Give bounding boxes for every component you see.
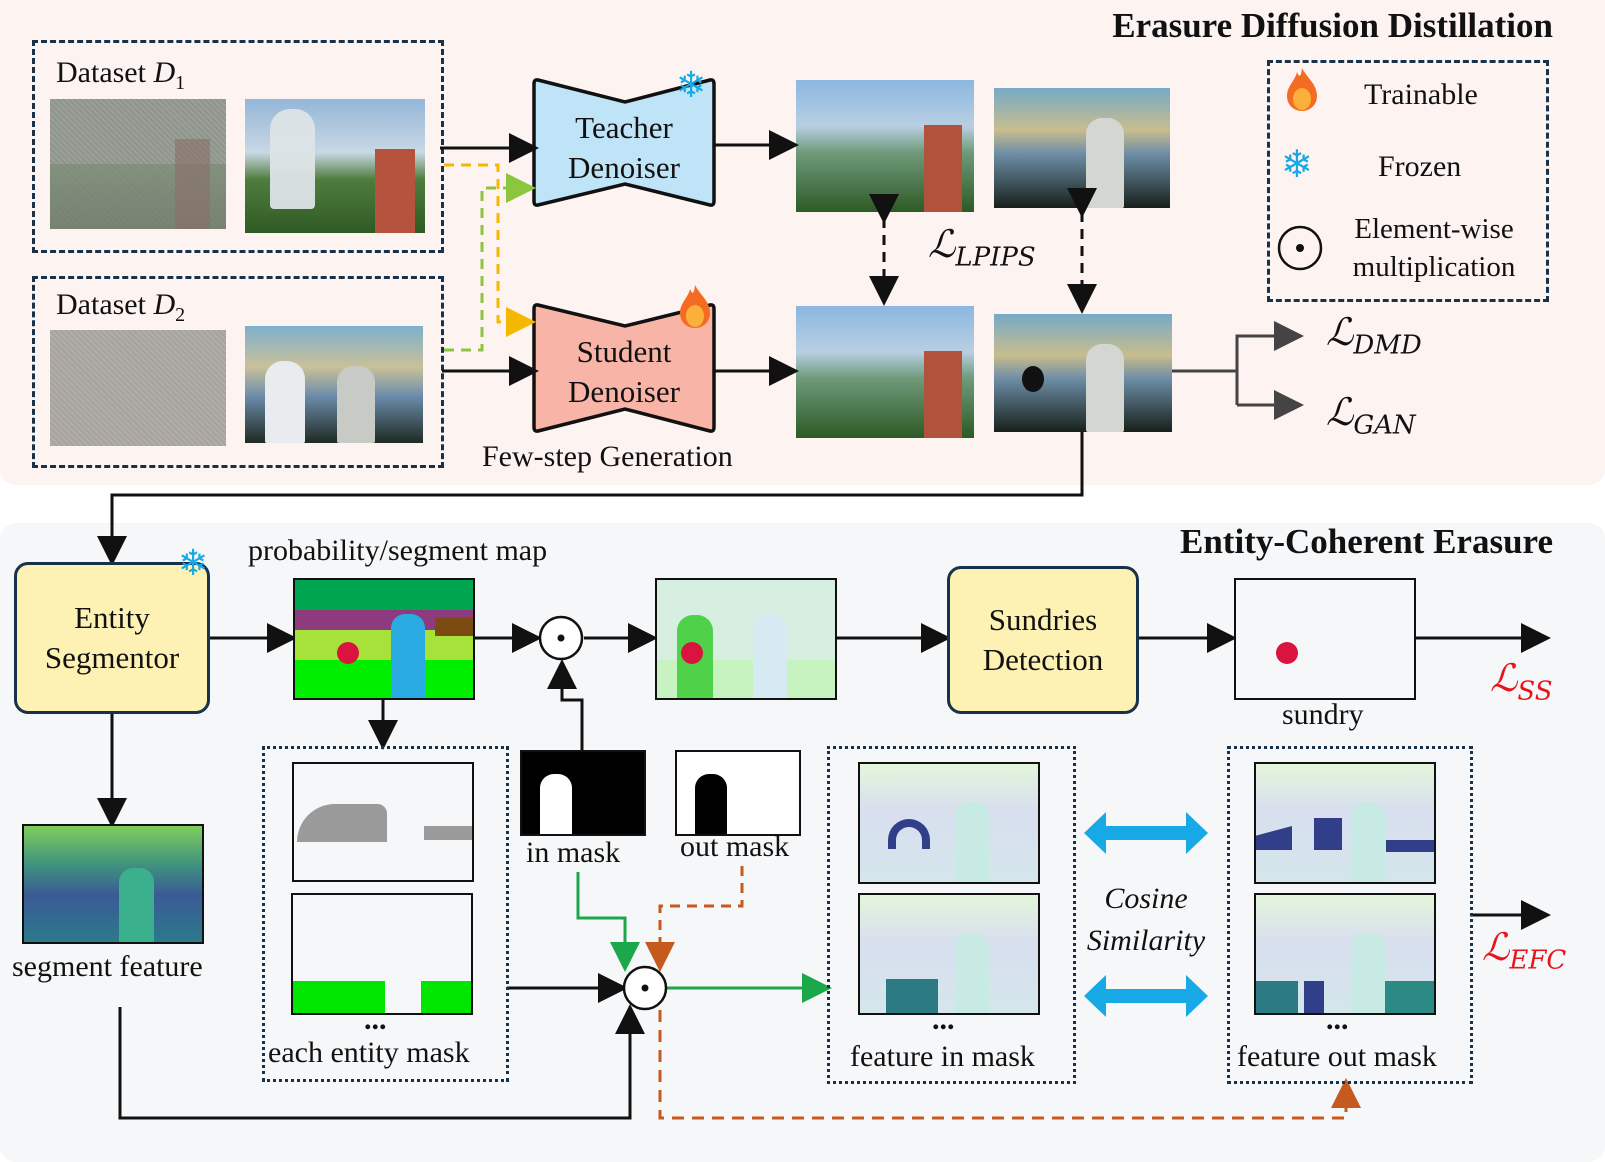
dashed-arrow-d2-teacher xyxy=(444,173,536,352)
segment-map-label: probability/segment map xyxy=(248,534,548,567)
entity-mask-1 xyxy=(292,762,474,882)
masked-image-d2 xyxy=(245,326,423,443)
loss-gan: ℒGAN xyxy=(1326,390,1416,441)
snowflake-icon: ❄ xyxy=(676,65,707,105)
few-step-generation-label: Few-step Generation xyxy=(482,440,733,473)
entity-mask-group xyxy=(262,746,509,1082)
feature-out-mask-1 xyxy=(1254,762,1436,884)
dashed-arrow-outmask-odot2 xyxy=(645,866,744,972)
entity-mask-ellipsis: ... xyxy=(364,1003,387,1036)
teacher-denoiser-shape xyxy=(532,78,716,207)
feature-out-ellipsis: ... xyxy=(1326,1003,1349,1036)
feature-out-mask-group xyxy=(1227,746,1473,1084)
feature-in-mask-2 xyxy=(858,893,1040,1015)
sundry-label: sundry xyxy=(1282,698,1364,731)
arrow-inmask-odot xyxy=(547,659,584,750)
legend-snowflake-icon: ❄ xyxy=(1281,144,1313,186)
student-output-image xyxy=(796,306,974,438)
in-mask-label: in mask xyxy=(526,836,621,869)
segmentor-snowflake-icon: ❄ xyxy=(178,543,209,583)
teacher-output-image xyxy=(796,80,974,212)
arrow-to-segmentor xyxy=(97,432,1084,566)
loss-dmd: ℒDMD xyxy=(1326,310,1422,361)
legend-trainable-label: Trainable xyxy=(1364,78,1478,111)
segment-map-image xyxy=(293,578,475,700)
feature-in-mask-1 xyxy=(858,762,1040,884)
section-title-ece: Entity-Coherent Erasure xyxy=(1180,522,1553,561)
segment-feature-label: segment feature xyxy=(12,950,203,983)
legend-frozen-label: Frozen xyxy=(1378,150,1462,183)
student-output-image-2 xyxy=(994,314,1172,432)
legend-flame-icon xyxy=(1287,68,1317,111)
feature-in-mask-label: feature in mask xyxy=(850,1040,1035,1073)
loss-ss: ℒSS xyxy=(1490,656,1553,707)
loss-efc: ℒEFC xyxy=(1482,925,1567,976)
odot-operator-2 xyxy=(622,965,668,1011)
cosine-arrow-2 xyxy=(1084,975,1208,1017)
dataset-d2-label: Dataset D2 xyxy=(56,288,186,326)
cosine-arrow-1 xyxy=(1084,812,1208,854)
segment-feature-image xyxy=(22,824,204,944)
masked-segment-image xyxy=(655,578,837,700)
legend-odot-icon xyxy=(1277,225,1323,271)
arrow-inmask-odot2 xyxy=(576,872,640,972)
feature-out-mask-2 xyxy=(1254,893,1436,1015)
arrow-dmd xyxy=(1235,321,1304,405)
flame-icon xyxy=(680,285,710,328)
out-mask-label: out mask xyxy=(680,830,790,863)
noisy-image-d1 xyxy=(50,99,226,229)
sundry-image xyxy=(1234,578,1416,700)
dataset-d1-label: Dataset D1 xyxy=(56,56,186,94)
section-title-edd: Erasure Diffusion Distillation xyxy=(1112,6,1553,45)
feature-in-ellipsis: ... xyxy=(932,1003,955,1036)
feature-out-mask-label: feature out mask xyxy=(1237,1040,1437,1073)
out-mask-image xyxy=(675,750,801,836)
loss-lpips: ℒLPIPS xyxy=(928,222,1036,273)
entity-mask-2 xyxy=(291,893,473,1015)
dashed-arrow-d1-student xyxy=(444,163,536,337)
odot-operator-1 xyxy=(538,615,584,661)
masked-image-d1 xyxy=(245,99,425,233)
in-mask-image xyxy=(520,750,646,836)
each-entity-mask-label: each entity mask xyxy=(268,1036,470,1069)
feature-in-mask-group xyxy=(827,746,1076,1084)
arrow-feature-odot2 xyxy=(118,1004,645,1120)
legend-box xyxy=(1267,60,1549,302)
noisy-image-d2 xyxy=(50,330,226,446)
dashed-arrow-to-featureout xyxy=(658,1010,1361,1120)
